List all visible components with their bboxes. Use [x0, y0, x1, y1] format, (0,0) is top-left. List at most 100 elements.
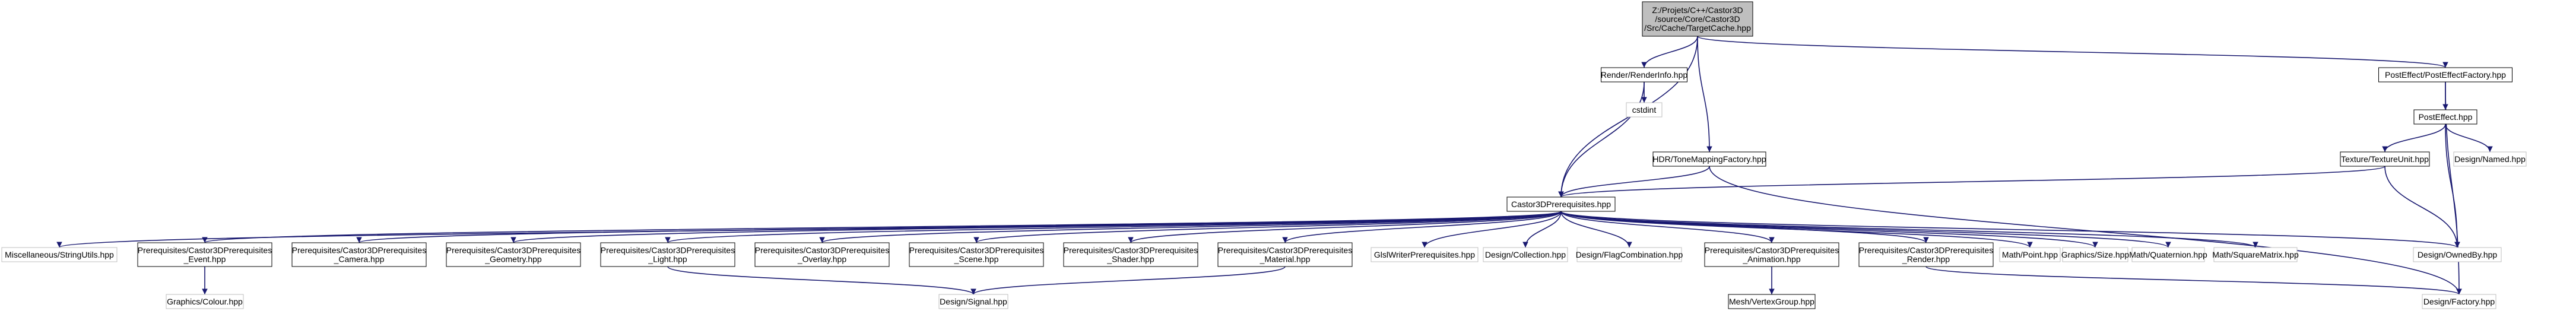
node-box: [1371, 247, 1479, 262]
node-squarematrix[interactable]: Math/SquareMatrix.hpp: [2212, 247, 2299, 262]
node-box: [166, 294, 244, 309]
node-box: [2413, 247, 2502, 262]
node-light[interactable]: Prerequisites/Castor3DPrerequisites_Ligh…: [600, 242, 735, 267]
node-label: /source/Core/Castor3D: [1655, 14, 1740, 24]
node-render[interactable]: Prerequisites/Castor3DPrerequisites_Rend…: [1858, 242, 1994, 267]
node-box: [2213, 247, 2298, 262]
node-box: [1576, 247, 1682, 262]
node-overlay[interactable]: Prerequisites/Castor3DPrerequisites_Over…: [754, 242, 890, 267]
node-box: [1, 247, 118, 262]
edge-n_prereq-to-n_animation: [1560, 211, 1775, 243]
node-shader[interactable]: Prerequisites/Castor3DPrerequisites_Shad…: [1063, 242, 1198, 267]
node-label: _Event.hpp: [183, 255, 226, 264]
edge-n_material-to-n_signal: [970, 266, 1286, 295]
node-box: [1217, 242, 1353, 267]
node-colour[interactable]: Graphics/Colour.hpp: [166, 294, 244, 309]
edge-n_prereq-to-n_scene: [973, 211, 1562, 243]
node-label: _Scene.hpp: [954, 255, 999, 264]
node-collection[interactable]: Design/Collection.hpp: [1483, 247, 1568, 262]
node-box: [600, 242, 735, 267]
edge-n_prereq-to-n_shader: [1128, 211, 1562, 243]
node-label: Z:/Projets/C++/Castor3D: [1652, 5, 1743, 15]
node-named[interactable]: Design/Named.hpp: [2453, 151, 2527, 167]
node-scene[interactable]: Prerequisites/Castor3DPrerequisites_Scen…: [909, 242, 1044, 267]
node-label: GlslWriterPrerequisites.hpp: [1374, 250, 1475, 259]
node-box: [2062, 247, 2128, 262]
node-point[interactable]: Math/Point.hpp: [1999, 247, 2061, 262]
edge-n_prereq-to-n_light: [665, 211, 1562, 243]
node-label: Design/Factory.hpp: [2423, 297, 2495, 306]
edge-n_prereq-to-n_collection: [1522, 211, 1562, 248]
node-box: [446, 242, 581, 267]
node-label: Prerequisites/Castor3DPrerequisites: [1859, 246, 1993, 255]
node-event[interactable]: Prerequisites/Castor3DPrerequisites_Even…: [137, 242, 272, 267]
nodes-layer: Z:/Projets/C++/Castor3D/source/Core/Cast…: [1, 1, 2527, 309]
node-box: [1601, 67, 1687, 83]
node-label: Design/Signal.hpp: [940, 297, 1007, 306]
node-posteffect[interactable]: PostEffect.hpp: [2413, 109, 2477, 125]
node-label: Design/Named.hpp: [2454, 154, 2526, 164]
node-box: [909, 242, 1044, 267]
node-box: [1704, 242, 1839, 267]
node-label: Math/Point.hpp: [2002, 250, 2058, 259]
node-box: [2340, 151, 2430, 167]
edge-n_textureunit-to-n_prereq: [1558, 166, 2385, 198]
node-mesh[interactable]: Mesh/VertexGroup.hpp: [1728, 294, 1816, 309]
node-label: Texture/TextureUnit.hpp: [2341, 154, 2429, 164]
node-label: _Animation.hpp: [1742, 255, 1801, 264]
node-label: Prerequisites/Castor3DPrerequisites: [601, 246, 735, 255]
node-factory[interactable]: Design/Factory.hpp: [2422, 294, 2496, 309]
node-box: [938, 294, 1008, 309]
node-box: [1728, 294, 1816, 309]
node-animation[interactable]: Prerequisites/Castor3DPrerequisites_Anim…: [1704, 242, 1839, 267]
node-ownedby[interactable]: Design/OwnedBy.hpp: [2413, 247, 2502, 262]
node-stringutils[interactable]: Miscellaneous/StringUtils.hpp: [1, 247, 118, 262]
edge-n_hdrfactory-to-n_prereq: [1558, 166, 1710, 198]
node-geometry[interactable]: Prerequisites/Castor3DPrerequisites_Geom…: [446, 242, 581, 267]
node-camera[interactable]: Prerequisites/Castor3DPrerequisites_Came…: [291, 242, 427, 267]
node-label: Render/RenderInfo.hpp: [1601, 70, 1688, 80]
node-signal[interactable]: Design/Signal.hpp: [938, 294, 1008, 309]
node-label: Prerequisites/Castor3DPrerequisites: [1218, 246, 1352, 255]
node-label: Prerequisites/Castor3DPrerequisites: [138, 246, 272, 255]
node-box: [137, 242, 272, 267]
node-box: [2131, 247, 2205, 262]
node-label: _Material.hpp: [1260, 255, 1311, 264]
edge-n_textureunit-to-n_ownedby: [2384, 166, 2460, 248]
node-label: HDR/ToneMappingFactory.hpp: [1652, 154, 1766, 164]
edge-n_posteffect-to-n_named: [2445, 123, 2493, 153]
edge-n_prereq-to-n_camera: [356, 211, 1562, 243]
edge-n_prereq-to-n_point: [1560, 211, 2033, 248]
node-textureunit[interactable]: Texture/TextureUnit.hpp: [2340, 151, 2430, 167]
node-label: Prerequisites/Castor3DPrerequisites: [909, 246, 1043, 255]
node-label: Prerequisites/Castor3DPrerequisites: [755, 246, 889, 255]
node-cstdint[interactable]: cstdint: [1626, 102, 1663, 118]
node-label: PostEffect.hpp: [2419, 112, 2473, 122]
node-label: _Camera.hpp: [334, 255, 385, 264]
edge-n_prereq-to-n_material: [1282, 211, 1562, 243]
node-label: _Light.hpp: [648, 255, 687, 264]
edge-n_prereq-to-n_glslwriter: [1422, 211, 1562, 248]
node-glslwriter[interactable]: GlslWriterPrerequisites.hpp: [1371, 247, 1479, 262]
node-label: _Shader.hpp: [1106, 255, 1154, 264]
edge-root-to-n_hdrfactory: [1697, 36, 1712, 153]
node-posteffectfactory[interactable]: PostEffect/PostEffectFactory.hpp: [2378, 67, 2512, 83]
node-prereq[interactable]: Castor3DPrerequisites.hpp: [1506, 196, 1616, 212]
node-box: [1652, 151, 1766, 167]
node-material[interactable]: Prerequisites/Castor3DPrerequisites_Mate…: [1217, 242, 1353, 267]
edge-n_posteffect-to-n_textureunit: [2382, 123, 2446, 153]
node-size[interactable]: Graphics/Size.hpp: [2061, 247, 2130, 262]
edge-n_light-to-n_signal: [667, 266, 976, 295]
node-box: [2413, 109, 2477, 125]
node-label: Graphics/Colour.hpp: [167, 297, 243, 306]
node-label: _Overlay.hpp: [797, 255, 846, 264]
edge-n_prereq-to-n_geometry: [510, 211, 1562, 243]
node-flagcomb[interactable]: Design/FlagCombination.hpp: [1576, 247, 1683, 262]
node-box: [2378, 67, 2512, 83]
edge-n_prereq-to-n_squarematrix: [1560, 211, 2258, 248]
edge-n_prereq-to-n_quaternion: [1560, 211, 2171, 248]
node-quaternion[interactable]: Math/Quaternion.hpp: [2129, 247, 2207, 262]
node-box: [291, 242, 427, 267]
node-renderinfo[interactable]: Render/RenderInfo.hpp: [1601, 67, 1688, 83]
node-hdrfactory[interactable]: HDR/ToneMappingFactory.hpp: [1652, 151, 1766, 167]
